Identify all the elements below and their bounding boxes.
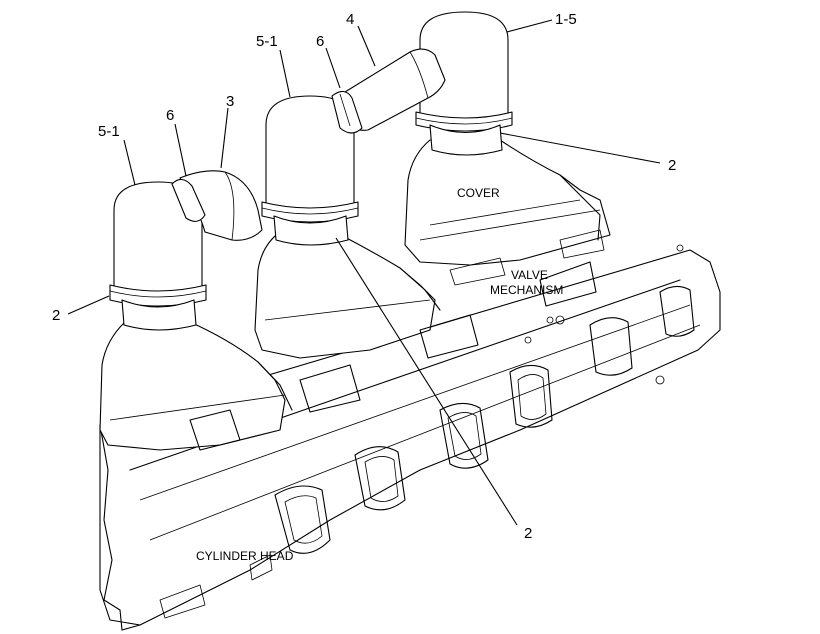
label-cylinder-head: CYLINDER HEAD [196, 549, 294, 563]
cylinder-head [99, 244, 721, 631]
elbow-3 [171, 170, 263, 241]
tube-assembly-4 [331, 48, 446, 134]
callout-6-left: 6 [166, 107, 174, 124]
callout-5-1-left: 5-1 [98, 123, 120, 140]
label-valve: VALVE [511, 268, 548, 282]
callout-3: 3 [226, 93, 234, 110]
label-cover: COVER [457, 186, 500, 200]
part-labels: COVER VALVE MECHANISM CYLINDER HEAD [196, 186, 563, 563]
callout-2-left: 2 [52, 307, 60, 324]
leader-lines [67, 19, 661, 526]
callout-5-1-middle: 5-1 [256, 33, 278, 50]
callout-2-right: 2 [668, 157, 676, 174]
label-mechanism: MECHANISM [490, 283, 563, 297]
breather-rear [415, 11, 513, 156]
callout-4: 4 [346, 11, 354, 28]
callout-6-middle: 6 [316, 33, 324, 50]
port-openings [274, 285, 695, 554]
breather-front [109, 181, 207, 331]
callout-1-5: 1-5 [555, 11, 577, 28]
callout-2-bottom: 2 [524, 525, 532, 542]
callouts: 1-5 4 5-1 6 3 5-1 6 2 2 2 [52, 11, 676, 542]
valve-mechanism-covers [99, 139, 611, 451]
breather-middle [261, 95, 359, 246]
